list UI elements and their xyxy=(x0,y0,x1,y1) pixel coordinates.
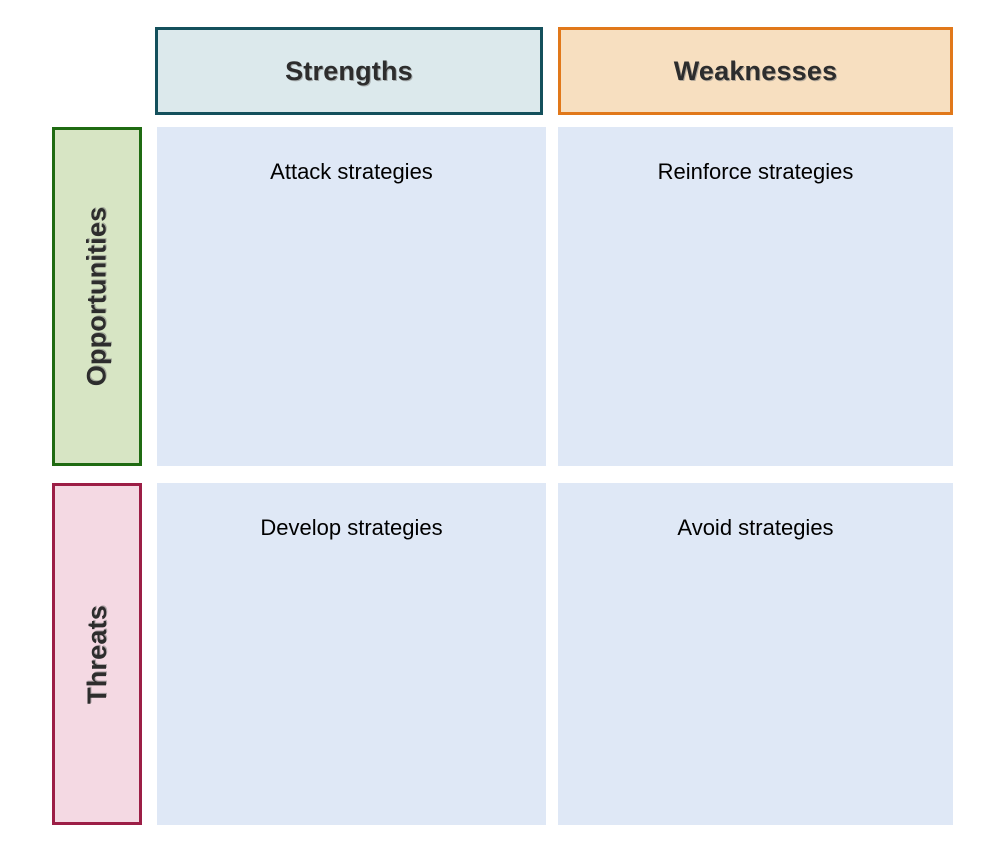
row-header-opportunities-label: Opportunities xyxy=(81,206,112,387)
column-header-strengths[interactable]: Strengths xyxy=(155,27,543,115)
quadrant-cell-develop[interactable]: Develop strategies xyxy=(157,483,546,825)
quadrant-cell-reinforce-label: Reinforce strategies xyxy=(657,159,854,184)
column-header-weaknesses-label: Weaknesses xyxy=(673,55,838,86)
quadrant-cell-attack-label: Attack strategies xyxy=(270,159,433,184)
column-header-strengths-label: Strengths xyxy=(285,55,413,86)
row-header-threats[interactable]: Threats xyxy=(52,483,142,825)
quadrant-cell-avoid-label: Avoid strategies xyxy=(677,515,834,540)
quadrant-cell-develop-label: Develop strategies xyxy=(260,515,443,540)
row-header-opportunities[interactable]: Opportunities xyxy=(52,127,142,466)
column-header-weaknesses[interactable]: Weaknesses xyxy=(558,27,953,115)
quadrant-cell-reinforce[interactable]: Reinforce strategies xyxy=(558,127,953,466)
quadrant-cell-avoid[interactable]: Avoid strategies xyxy=(558,483,953,825)
row-header-threats-label: Threats xyxy=(81,604,112,704)
quadrant-cell-attack[interactable]: Attack strategies xyxy=(157,127,546,466)
